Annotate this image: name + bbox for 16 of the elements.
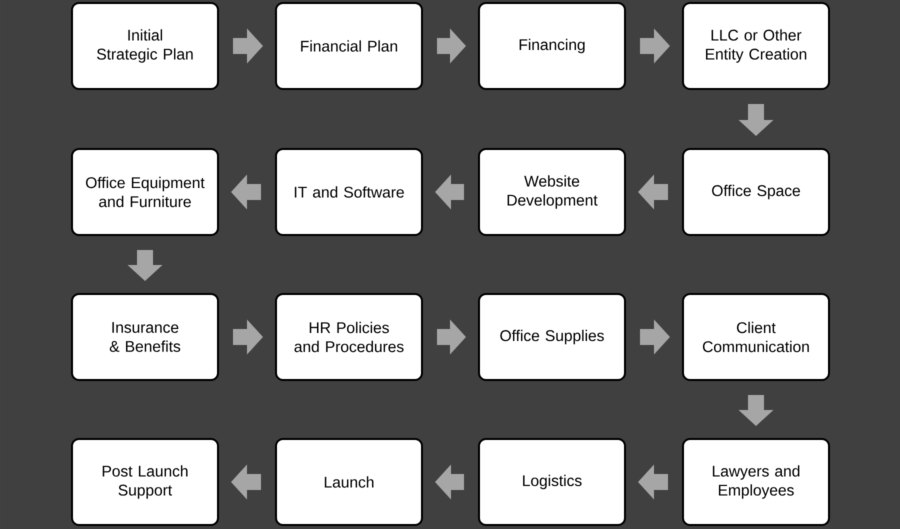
process-box: IT and Software bbox=[275, 148, 423, 236]
process-box: Launch bbox=[275, 438, 423, 526]
process-box: Financing bbox=[478, 2, 626, 90]
process-box: Post Launch Support bbox=[71, 438, 219, 526]
process-box: LLC or Other Entity Creation bbox=[682, 2, 830, 90]
process-box: Initial Strategic Plan bbox=[71, 2, 219, 90]
process-box: Office Equipment and Furniture bbox=[71, 148, 219, 236]
process-box: Financial Plan bbox=[275, 2, 423, 90]
process-box: Office Space bbox=[682, 148, 830, 236]
process-box: HR Policies and Procedures bbox=[275, 293, 423, 381]
process-box: Lawyers and Employees bbox=[682, 438, 830, 526]
process-box: Logistics bbox=[478, 438, 626, 526]
process-box: Client Communication bbox=[682, 293, 830, 381]
process-box: Website Development bbox=[478, 148, 626, 236]
process-box: Insurance & Benefits bbox=[71, 293, 219, 381]
process-box: Office Supplies bbox=[478, 293, 626, 381]
